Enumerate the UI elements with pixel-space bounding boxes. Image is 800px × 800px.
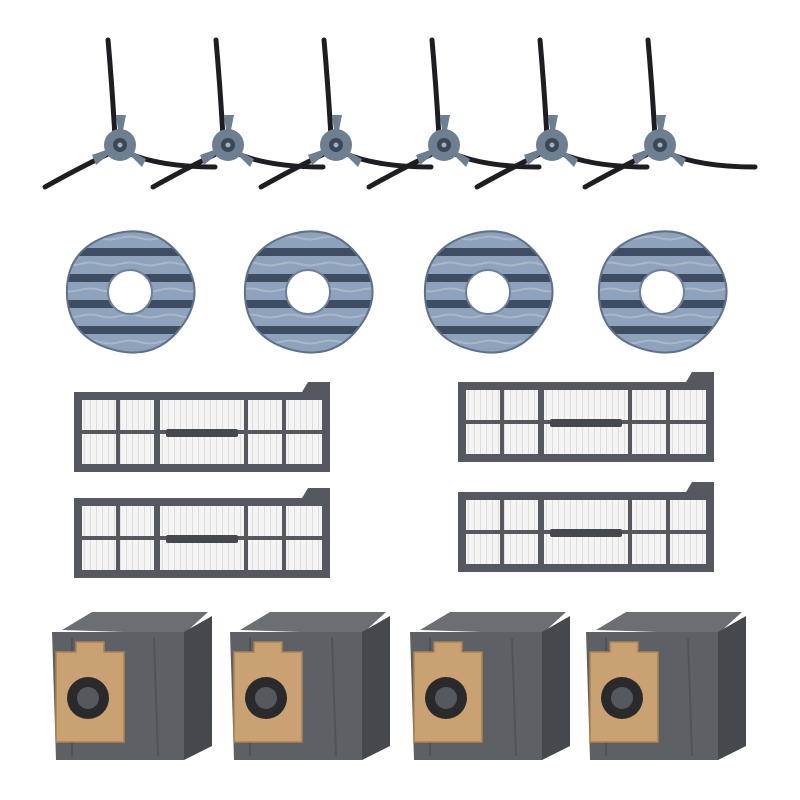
dust-bag bbox=[586, 612, 746, 760]
side-brush-row bbox=[42, 37, 758, 190]
dust-bag bbox=[410, 612, 570, 760]
side-brush bbox=[366, 37, 542, 190]
side-brush bbox=[150, 37, 326, 190]
side-brush bbox=[582, 37, 758, 190]
side-brush bbox=[474, 37, 650, 190]
mop-pad bbox=[597, 230, 728, 354]
hepa-filter bbox=[74, 382, 330, 472]
mop-pad bbox=[423, 230, 554, 354]
dust-bag bbox=[52, 612, 212, 760]
hepa-filter bbox=[74, 488, 330, 578]
side-brush bbox=[42, 37, 218, 190]
hepa-filter bbox=[458, 482, 714, 572]
mop-pad bbox=[65, 230, 196, 354]
filter-grid bbox=[74, 372, 714, 578]
side-brush bbox=[258, 37, 434, 190]
hepa-filter bbox=[458, 372, 714, 462]
mop-pad bbox=[243, 230, 374, 354]
dust-bag-row bbox=[52, 612, 746, 760]
mop-pad-row bbox=[65, 230, 728, 354]
dust-bag bbox=[230, 612, 390, 760]
